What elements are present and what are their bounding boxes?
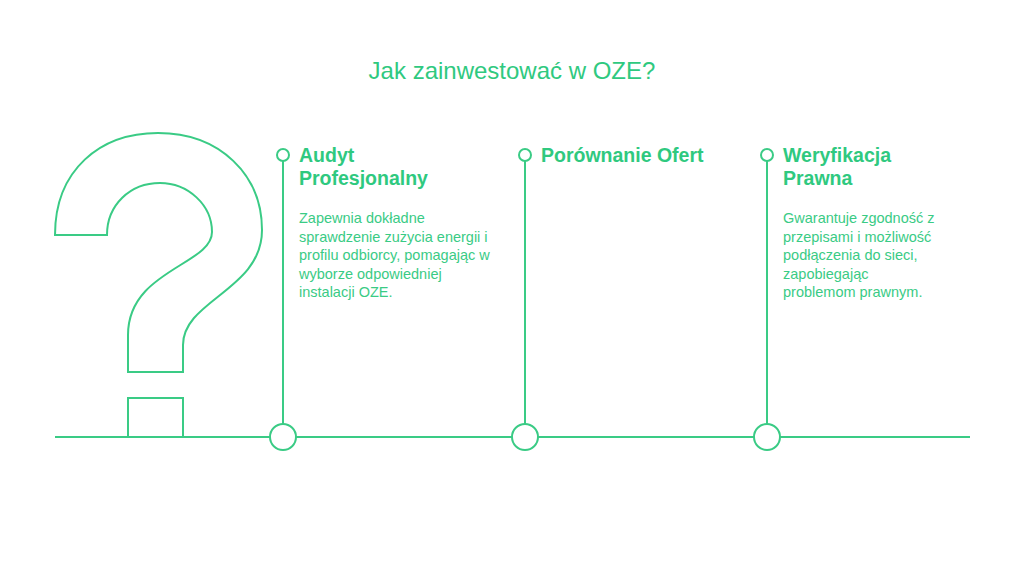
timeline-connector bbox=[538, 436, 754, 438]
step-stem bbox=[282, 161, 284, 424]
question-dot bbox=[128, 398, 183, 437]
diagram-title: Jak zainwestować w OZE? bbox=[0, 56, 1024, 86]
step-description: Zapewnia dokładne sprawdzenie zużycia en… bbox=[299, 209, 499, 302]
timeline-line bbox=[55, 436, 270, 438]
step-ring bbox=[754, 424, 780, 450]
step-ring bbox=[270, 424, 296, 450]
question-mark bbox=[55, 133, 262, 372]
step-ring bbox=[512, 424, 538, 450]
step-marker bbox=[511, 140, 741, 452]
step-dot bbox=[277, 149, 289, 161]
step-dot bbox=[519, 149, 531, 161]
step-stem bbox=[766, 161, 768, 424]
step-dot bbox=[761, 149, 773, 161]
step-description: Gwarantuje zgodność z przepisami i możli… bbox=[783, 209, 943, 302]
step-stem bbox=[524, 161, 526, 424]
timeline-line bbox=[780, 436, 970, 438]
timeline-connector bbox=[296, 436, 512, 438]
step-heading: Audyt Profesjonalny bbox=[299, 144, 469, 190]
step-heading: Weryfikacja Prawna bbox=[783, 144, 953, 190]
timeline-step: Audyt ProfesjonalnyZapewnia dokładne spr… bbox=[269, 140, 499, 452]
timeline-step: Porównanie Ofert bbox=[511, 140, 741, 452]
timeline-step: Weryfikacja PrawnaGwarantuje zgodność z … bbox=[753, 140, 983, 452]
step-heading: Porównanie Ofert bbox=[541, 144, 761, 167]
